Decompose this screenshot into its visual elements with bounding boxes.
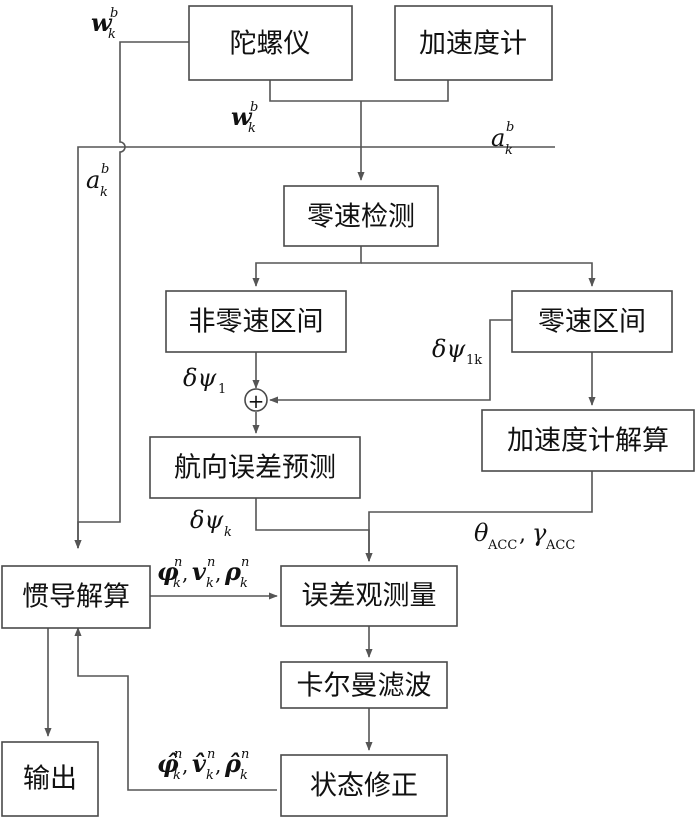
rho-hat-superscript: n (241, 747, 249, 762)
accelerometer-box: 加速度计 (394, 5, 553, 81)
kalman-filter-box: 卡尔曼滤波 (280, 661, 448, 709)
gyro-label: 陀螺仪 (230, 29, 311, 60)
accelerometer-solution-label: 加速度计解算 (507, 426, 669, 457)
label-delta-psi-1k: δψ 1k (432, 335, 482, 368)
theta-subscript: ACC (487, 538, 517, 553)
ins-solution-label: 惯导解算 (22, 582, 130, 613)
delta-psi-subscript: k (224, 525, 232, 540)
a-subscript: k (505, 143, 513, 158)
label-a-k-b-left: a b k (86, 162, 109, 200)
delta-psi-symbol: δψ (183, 364, 217, 392)
v-superscript: n (207, 555, 215, 570)
comma: , (182, 753, 188, 777)
w-symbol: w (231, 102, 253, 131)
zero-velocity-interval-box: 零速区间 (511, 290, 673, 353)
connectors (44, 41, 596, 791)
label-phi-v-rho: φ n k , v n k , ρ n k (157, 555, 249, 591)
error-observation-label: 误差观测量 (302, 581, 437, 612)
phi-subscript: k (173, 576, 181, 591)
heading-error-prediction-box: 航向误差预测 (149, 436, 361, 499)
output-label: 输出 (23, 764, 77, 795)
w-symbol: w (91, 8, 113, 37)
accelerometer-solution-box: 加速度计解算 (481, 409, 695, 472)
rho-superscript: n (241, 555, 249, 570)
label-phi-v-rho-hat: φ̂ n k , v̂ n k , ρ̂ n k (157, 747, 249, 783)
label-delta-psi-k: δψ k (190, 506, 232, 540)
zero-velocity-detection-label: 零速检测 (307, 202, 415, 233)
accel-to-ins-line (74, 146, 555, 549)
phi-superscript: n (174, 555, 182, 570)
zero-to-sum-line (269, 319, 512, 404)
accelerometer-label: 加速度计 (419, 29, 527, 60)
kalman-filter-label: 卡尔曼滤波 (297, 671, 432, 702)
w-subscript: k (248, 121, 256, 136)
a-subscript: k (100, 185, 108, 200)
w-superscript: b (250, 100, 258, 115)
v-symbol: v (192, 557, 207, 586)
zero-velocity-interval-label: 零速区间 (538, 307, 646, 338)
non-zero-velocity-interval-label: 非零速区间 (189, 307, 324, 338)
gamma-subscript: ACC (545, 538, 575, 553)
delta-psi-subscript: 1 (218, 382, 226, 397)
zupt-split-line (252, 246, 362, 287)
label-delta-psi-1: δψ 1 (183, 364, 226, 397)
rho-hat-subscript: k (240, 768, 248, 783)
w-superscript: b (110, 6, 118, 21)
delta-psi-symbol: δψ (432, 335, 466, 363)
a-superscript: b (101, 162, 109, 177)
state-correction-label: 状态修正 (310, 771, 418, 802)
delta-psi-subscript: 1k (466, 353, 482, 368)
heading-to-obs-line (255, 498, 373, 562)
gyro-box: 陀螺仪 (188, 5, 353, 81)
label-w-k-b-top: w b k (91, 6, 118, 42)
a-superscript: b (506, 120, 514, 135)
delta-psi-symbol: δψ (190, 506, 224, 534)
label-theta-gamma-acc: θ ACC , γ ACC (474, 519, 575, 553)
phi-symbol: φ (157, 557, 179, 586)
gamma-symbol: γ (532, 519, 547, 547)
phi-hat-subscript: k (173, 768, 181, 783)
error-observation-box: 误差观测量 (280, 565, 458, 627)
comma: , (519, 522, 526, 547)
theta-symbol: θ (474, 519, 489, 547)
sum-sign: + (248, 389, 265, 413)
w-subscript: k (108, 27, 116, 42)
rho-subscript: k (240, 576, 248, 591)
correction-feedback-line (74, 627, 277, 791)
label-a-k-b-right: a b k (491, 120, 514, 158)
phi-hat-symbol: φ̂ (157, 749, 179, 778)
non-zero-velocity-interval-box: 非零速区间 (165, 290, 347, 353)
v-hat-subscript: k (206, 768, 214, 783)
state-correction-box: 状态修正 (280, 754, 448, 817)
gyro-to-ins-line (74, 41, 189, 549)
ins-solution-box: 惯导解算 (1, 565, 151, 629)
v-hat-superscript: n (207, 747, 215, 762)
rho-symbol: ρ (224, 557, 242, 586)
v-subscript: k (206, 576, 214, 591)
summing-junction: + (244, 388, 268, 413)
rho-hat-symbol: ρ̂ (224, 749, 242, 778)
a-symbol: a (86, 166, 100, 194)
accsol-to-obs-line (365, 471, 593, 562)
heading-error-prediction-label: 航向误差预测 (174, 453, 336, 484)
comma: , (182, 561, 188, 585)
zupt-split-right-line (361, 262, 596, 287)
output-box: 输出 (1, 741, 99, 817)
comma: , (215, 561, 221, 585)
phi-hat-superscript: n (174, 747, 182, 762)
comma: , (215, 753, 221, 777)
a-symbol: a (491, 124, 505, 152)
label-w-k-b-center: w b k (231, 100, 258, 136)
gyro-down-line (269, 80, 361, 102)
v-hat-symbol: v̂ (192, 749, 207, 778)
accel-down-line (361, 80, 449, 102)
zero-velocity-detection-box: 零速检测 (283, 185, 439, 247)
